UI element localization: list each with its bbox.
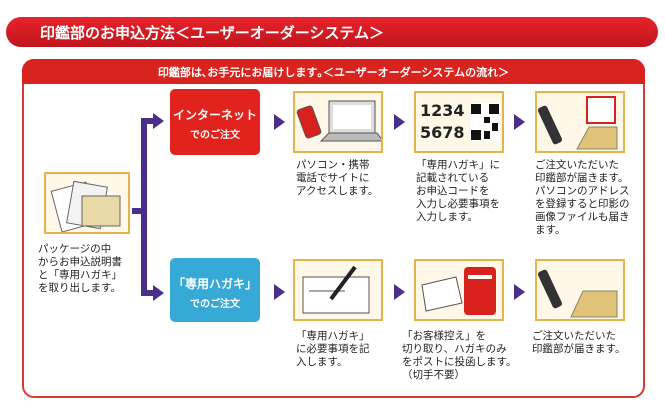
branch-connector [132,208,144,214]
internet-step3-text: ご注文いただいた 印鑑部が届きます。 パソコンのアドレス を登録すると印影の 画… [535,159,630,236]
code-number-1: 1234 [420,101,465,120]
arrow-icon [394,114,405,130]
internet-step2-text: 「専用ハガキ」に 記載されている お申込コードを 入力し必要事項を 入力します。 [416,159,500,223]
seal-stamp-icon [538,96,618,150]
package-illustration [44,172,130,234]
computer-phone-icon [296,100,384,142]
mailbox-illustration [414,259,504,321]
start-text: パッケージの中 からお申込説明書 と「専用ハガキ」 を取り出します。 [38,243,122,294]
internet-step1-text: パソコン・携帯 電話でサイトに アクセスします。 [296,159,379,197]
pen-postcard-icon [302,265,370,314]
postcard-step1-text: 「専用ハガキ」 に必要事項を記 入します。 [296,330,370,368]
arrow-icon [514,284,525,300]
branch-top-shaft [141,118,153,124]
postcard-step2-text: 「お客様控え」を 切り取り、ハガキのみ をポストに投函します。 （切手不要） [402,330,517,381]
arrow-icon [394,284,405,300]
seal-delivery-illustration-2 [535,259,625,321]
postcard-step3-text: ご注文いただいた 印鑑部が届きます。 [532,330,626,355]
postcard-order-button[interactable]: 「専用ハガキ」 でのご注文 [170,258,260,322]
title-bar: 印鑑部のお申込方法＜ユーザーオーダーシステム＞ [6,17,658,47]
branch-bottom-shaft [141,290,153,296]
branch-line [141,118,147,296]
postcard-button-label: 「専用ハガキ」 [172,277,257,291]
code-number-2: 5678 [420,123,465,142]
internet-button-sublabel: でのご注文 [190,130,240,141]
flow-heading: 印鑑部は､お手元にお届けします｡＜ユーザーオーダーシステムの流れ＞ [157,66,510,79]
arrow-icon [153,113,164,129]
page-title: 印鑑部のお申込方法＜ユーザーオーダーシステム＞ [40,24,384,42]
mailbox-icon [421,267,496,315]
pc-phone-illustration [293,91,384,153]
arrow-icon [153,285,164,301]
flow-header: 印鑑部は､お手元にお届けします｡＜ユーザーオーダーシステムの流れ＞ [22,59,645,84]
arrow-icon [274,284,285,300]
internet-order-button[interactable]: インターネット でのご注文 [170,89,260,155]
seal-delivery-illustration [535,91,625,153]
postcard-writing-illustration [293,259,383,321]
arrow-icon [274,114,285,130]
seal-stamp-icon [538,269,618,318]
qr-code-icon [470,103,500,141]
internet-button-label: インターネット [172,108,257,122]
postcard-button-sublabel: でのご注文 [190,299,240,310]
arrow-icon [514,114,525,130]
qr-code-illustration: 1234 5678 [414,91,504,153]
package-icon [50,180,121,233]
